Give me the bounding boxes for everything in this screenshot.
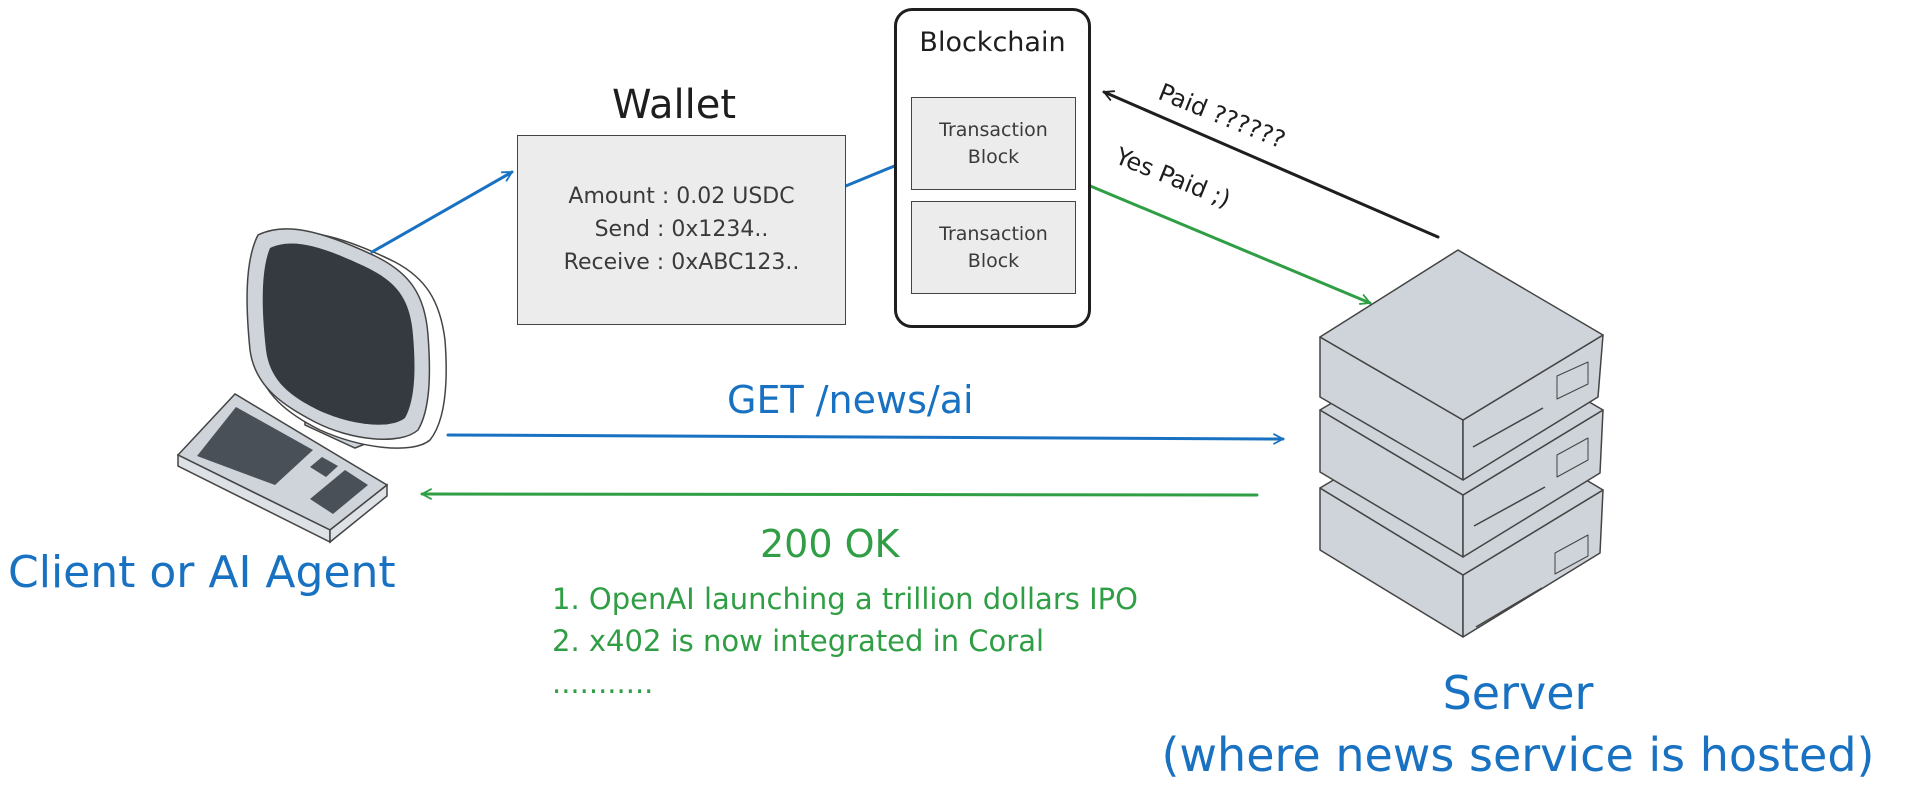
keyboard-numpad-keys: [310, 470, 368, 514]
response-status-label: 200 OK: [760, 522, 900, 566]
transaction-block-sublabel: Block: [967, 146, 1020, 168]
transaction-block-label: Transaction: [939, 223, 1048, 245]
blockchain-title: Blockchain: [919, 27, 1066, 58]
keyboard-small-keys: [310, 457, 338, 477]
client-to-wallet-arrow: [370, 170, 514, 254]
keyboard-edge: [329, 483, 388, 544]
response-news-list: 1. OpenAI launching a trillion dollars I…: [552, 578, 1138, 704]
client-label: Client or AI Agent: [8, 547, 396, 598]
news-item: 2. x402 is now integrated in Coral: [552, 624, 1045, 658]
wallet-title: Wallet: [612, 82, 737, 128]
news-item: 1. OpenAI launching a trillion dollars I…: [552, 582, 1138, 616]
server-title: Server: [1442, 666, 1594, 720]
news-item-ellipsis: ...........: [552, 666, 654, 700]
monitor-screen: [262, 243, 415, 425]
request-label: GET /news/ai: [727, 378, 974, 422]
wallet-amount: Amount : 0.02 USDC: [568, 184, 795, 209]
keyboard-main-keys: [197, 407, 313, 485]
transaction-block-label: Transaction: [939, 119, 1048, 141]
server-label: Server (where news service is hosted): [1118, 662, 1918, 786]
wallet-box: Amount : 0.02 USDC Send : 0x1234.. Recei…: [517, 135, 846, 325]
request-arrow: [446, 433, 1285, 445]
wallet-send: Send : 0x1234..: [594, 217, 769, 242]
blockchain-container: Blockchain Transaction Block Transaction…: [894, 8, 1091, 328]
desktop-computer-icon: [176, 228, 447, 544]
server-unit-1: [1319, 249, 1604, 481]
response-arrow: [420, 488, 1259, 500]
server-subtitle: (where news service is hosted): [1161, 728, 1875, 782]
wallet-details: Amount : 0.02 USDC Send : 0x1234.. Recei…: [518, 180, 845, 279]
wallet-receive: Receive : 0xABC123..: [563, 250, 800, 275]
transaction-block-sublabel: Block: [967, 250, 1020, 272]
server-stack-icon: [1319, 249, 1604, 638]
transaction-block: Transaction Block: [911, 97, 1076, 190]
server-to-blockchain-arrow: [1102, 90, 1440, 239]
blockchain-to-server-arrow: [1074, 178, 1372, 305]
transaction-block: Transaction Block: [911, 201, 1076, 294]
